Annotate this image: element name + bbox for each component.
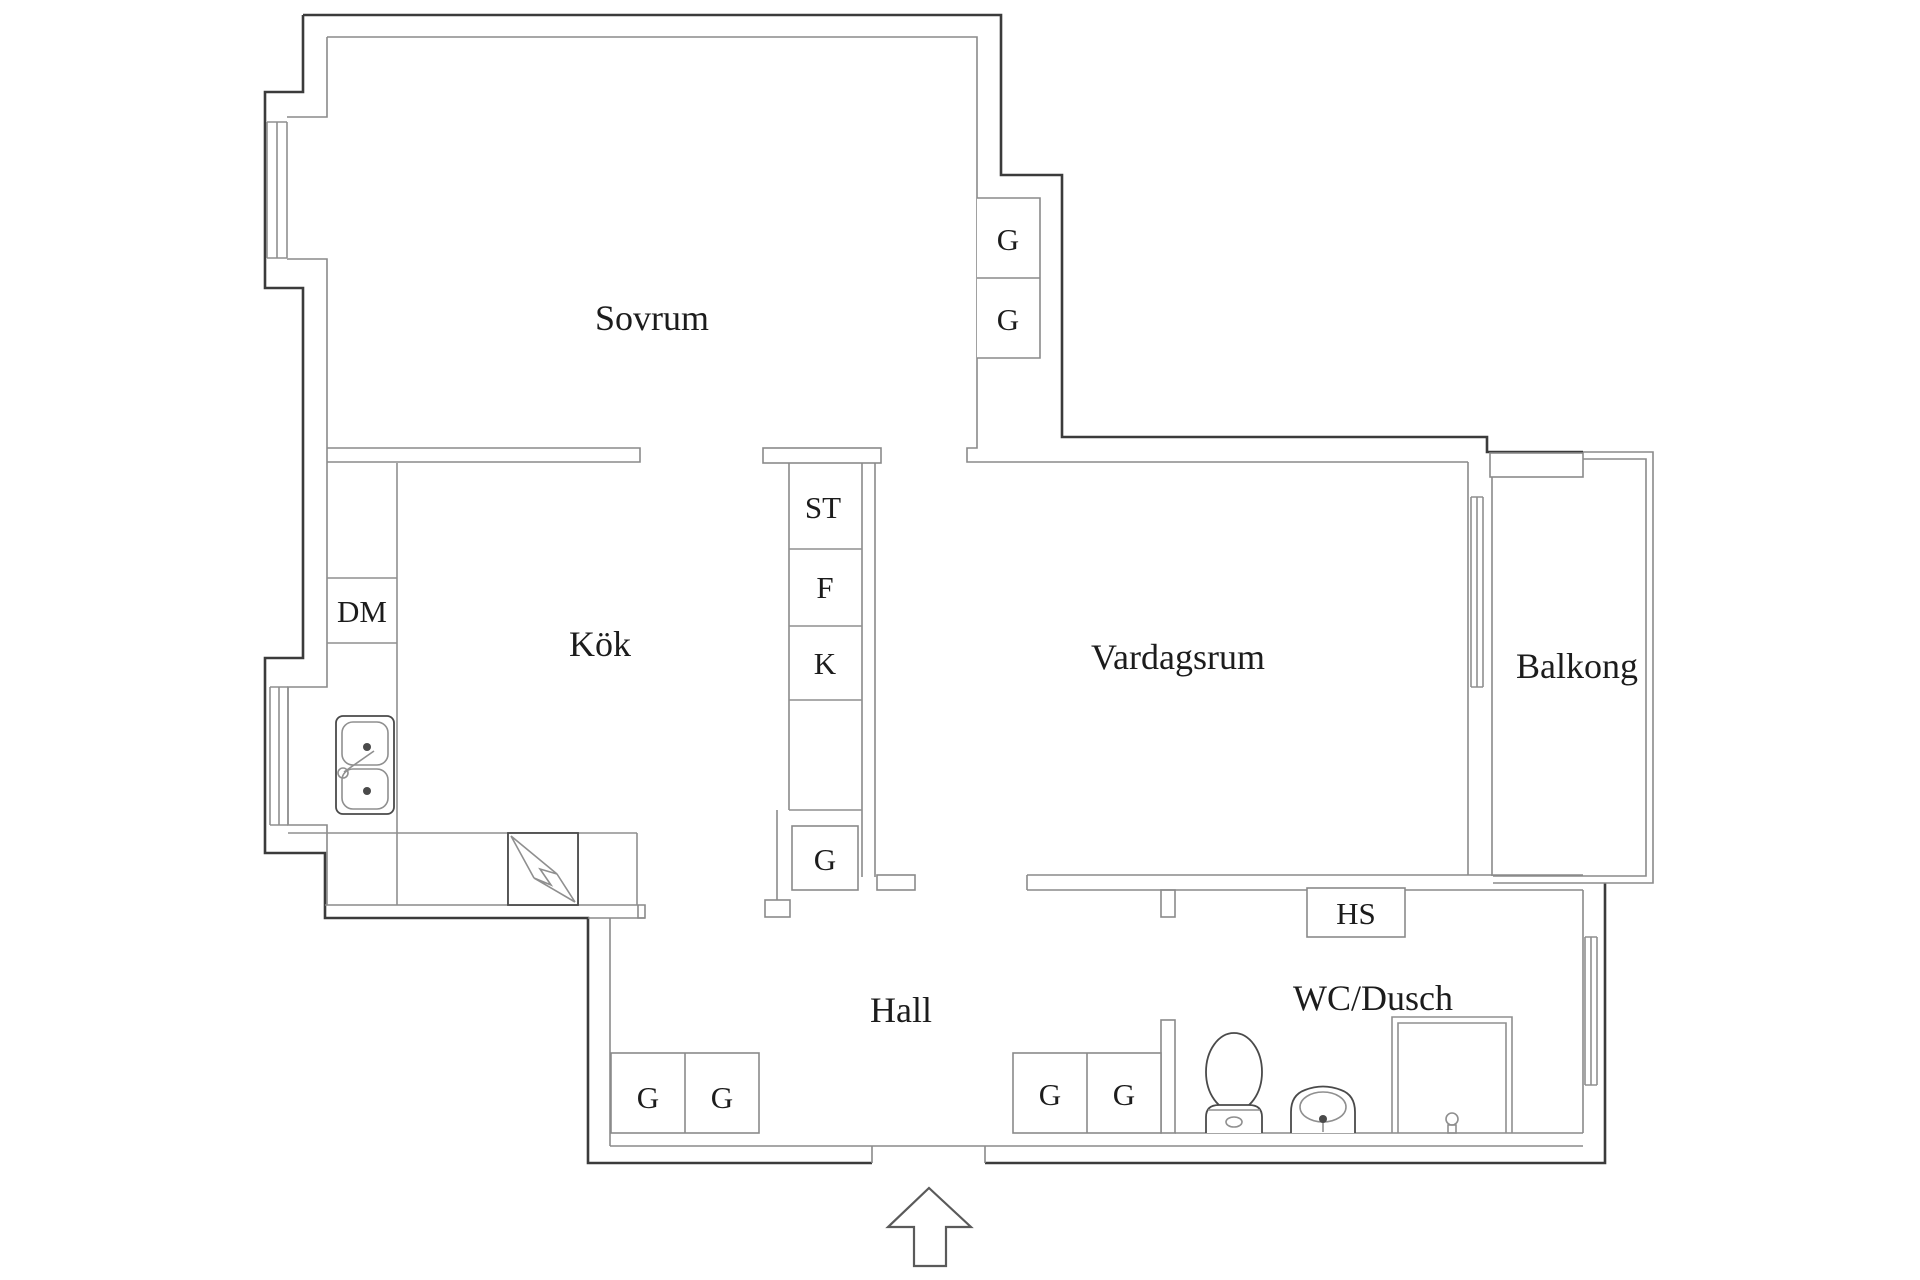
bedroom-wardrobes [977, 197, 1041, 359]
linen-cabinet-label: HS [1336, 896, 1376, 931]
wardrobe-label: G [637, 1080, 659, 1115]
hall-wardrobes-left [610, 1052, 760, 1134]
kitchen-counter [288, 463, 638, 905]
kitchen-sink-icon [335, 715, 395, 815]
wardrobe-label: G [1039, 1077, 1061, 1112]
storage-label: ST [805, 490, 841, 525]
kitchen-window-icon [269, 686, 289, 826]
wardrobe-label: G [1113, 1077, 1135, 1112]
freezer-label: K [814, 646, 837, 681]
balcony-top-wall [1489, 452, 1584, 478]
room-label-living-room: Vardagsrum [1091, 637, 1265, 677]
balcony-railing [1489, 451, 1654, 884]
room-label-kitchen: Kök [569, 624, 631, 664]
toilet-icon [1205, 1032, 1263, 1133]
room-label-balcony: Balkong [1516, 646, 1638, 686]
wardrobe-label: G [814, 842, 836, 877]
room-label-bathroom: WC/Dusch [1293, 978, 1453, 1018]
hs-cabinet-box [1306, 887, 1406, 938]
tall-cabinet-column [764, 463, 916, 918]
balcony-door-icon [1470, 496, 1484, 688]
hall-wardrobes-right [1012, 1052, 1162, 1134]
washbasin-icon [1290, 1085, 1356, 1133]
room-label-hall: Hall [870, 990, 932, 1030]
entrance-arrow-icon [885, 1186, 974, 1268]
shower-icon [1391, 1016, 1513, 1134]
dishwasher-label: DM [337, 594, 387, 629]
wardrobe-label: G [711, 1080, 733, 1115]
wardrobe-label: G [997, 222, 1019, 257]
room-label-bedroom: Sovrum [595, 298, 709, 338]
fridge-label: F [816, 570, 833, 605]
wardrobe-box [791, 825, 859, 891]
bedroom-window-icon [266, 121, 288, 259]
inner-walls [287, 36, 1584, 1163]
bathroom-window-icon [1584, 936, 1598, 1086]
stove-icon [507, 832, 579, 906]
wardrobe-label: G [997, 302, 1019, 337]
